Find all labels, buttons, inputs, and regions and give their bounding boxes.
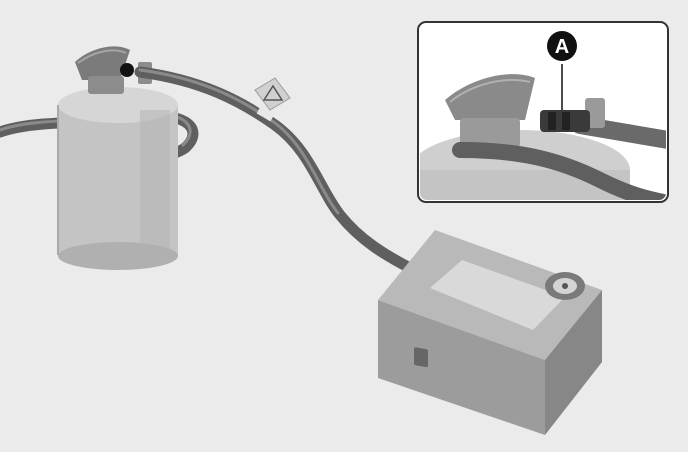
main-hose [134, 66, 416, 274]
compressor-box [378, 230, 602, 435]
callout-label: A [555, 36, 569, 58]
connection-point-marker [120, 63, 134, 77]
callout-badge-a: A [547, 31, 577, 61]
warning-triangle-icon [254, 77, 291, 111]
sealant-bottle [57, 87, 178, 270]
detail-inset: A [417, 21, 669, 203]
